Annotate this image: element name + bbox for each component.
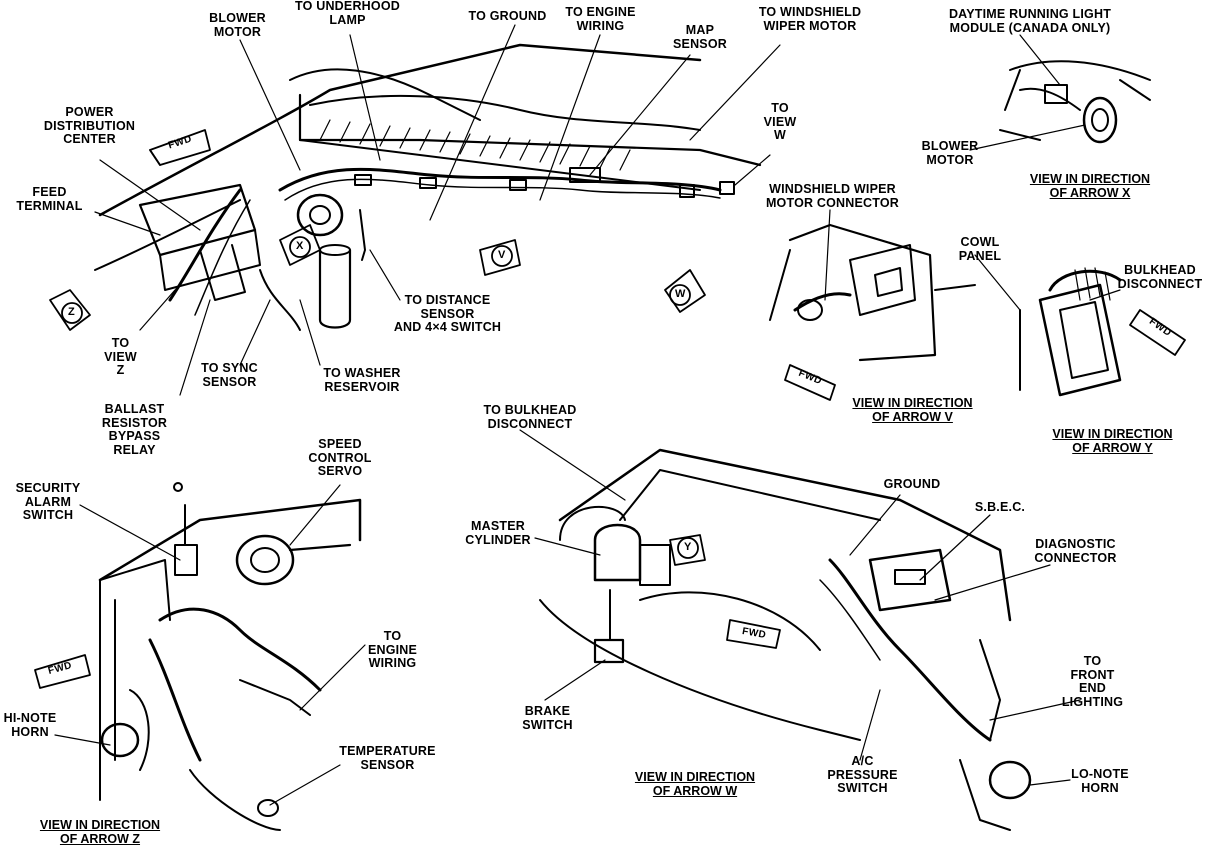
- label-sbec: S.B.E.C.: [974, 500, 1026, 514]
- label-to-sync-sensor: TO SYNC SENSOR: [201, 361, 258, 389]
- label-speed-control-servo: SPEED CONTROL SERVO: [308, 437, 372, 478]
- arrow-x-circle: [289, 236, 311, 258]
- caption-view-x: VIEW IN DIRECTION OF ARROW X: [1029, 172, 1151, 200]
- arrow-y-circle: [677, 537, 699, 559]
- arrow-z-shape: [49, 289, 91, 331]
- label-to-view-w: TO VIEW W: [763, 101, 797, 142]
- caption-view-y: VIEW IN DIRECTION OF ARROW Y: [1052, 427, 1173, 455]
- view-v-artwork: [769, 209, 1021, 362]
- label-lo-note-horn: LO-NOTE HORN: [1071, 767, 1129, 795]
- caption-view-z: VIEW IN DIRECTION OF ARROW Z: [39, 818, 161, 846]
- arrow-w-tag: W: [675, 288, 686, 300]
- label-blower-motor: BLOWER MOTOR: [209, 11, 266, 39]
- caption-view-w: VIEW IN DIRECTION OF ARROW W: [634, 770, 756, 798]
- label-temperature-sensor: TEMPERATURE SENSOR: [339, 744, 436, 772]
- label-cowl-panel: COWL PANEL: [958, 235, 1002, 263]
- label-master-cylinder: MASTER CYLINDER: [465, 519, 531, 547]
- label-drl-module: DAYTIME RUNNING LIGHT MODULE (CANADA ONL…: [948, 7, 1112, 35]
- arrow-v-shape: [479, 239, 521, 276]
- arrow-y-shape: [669, 534, 706, 566]
- label-windshield-wiper-motor-connector: WINDSHIELD WIPER MOTOR CONNECTOR: [765, 182, 900, 210]
- view-z-artwork: [54, 482, 366, 831]
- label-bulkhead-disconnect: BULKHEAD DISCONNECT: [1117, 263, 1203, 291]
- label-to-washer-reservoir: TO WASHER RESERVOIR: [323, 366, 401, 394]
- label-ground: GROUND: [883, 477, 941, 491]
- label-to-engine-wiring: TO ENGINE WIRING: [565, 5, 636, 33]
- caption-view-v: VIEW IN DIRECTION OF ARROW V: [852, 396, 973, 424]
- label-diagnostic-connector: DIAGNOSTIC CONNECTOR: [1034, 537, 1117, 565]
- label-security-alarm-switch: SECURITY ALARM SWITCH: [15, 481, 81, 522]
- label-power-distribution-center: POWER DISTRIBUTION CENTER: [43, 105, 136, 146]
- label-brake-switch: BRAKE SWITCH: [522, 704, 573, 732]
- arrow-x-shape: [279, 224, 321, 266]
- label-hi-note-horn: HI-NOTE HORN: [3, 711, 57, 739]
- view-x-artwork: [969, 34, 1151, 151]
- label-to-distance-sensor: TO DISTANCE SENSOR AND 4×4 SWITCH: [393, 293, 502, 334]
- arrow-w-circle: [669, 284, 691, 306]
- view-w-artwork: [519, 429, 1081, 831]
- label-to-ground: TO GROUND: [468, 9, 547, 23]
- arrow-z-tag: Z: [68, 306, 75, 318]
- fwd-arrow-symbols: [34, 129, 1186, 689]
- label-blower-motor-x: BLOWER MOTOR: [921, 139, 979, 167]
- label-ballast-resistor: BALLAST RESISTOR BYPASS RELAY: [101, 402, 168, 457]
- arrow-v-circle: [491, 245, 513, 267]
- label-to-windshield-wiper-motor: TO WINDSHIELD WIPER MOTOR: [758, 5, 862, 33]
- label-to-underhood-lamp: TO UNDERHOOD LAMP: [295, 0, 400, 27]
- label-map-sensor: MAP SENSOR: [673, 23, 727, 51]
- label-to-view-z: TO VIEW Z: [104, 336, 137, 377]
- view-arrow-symbols: [49, 224, 706, 566]
- view-y-artwork: [1019, 267, 1122, 397]
- arrow-z-circle: [61, 302, 83, 324]
- main-engine-view: [94, 24, 781, 396]
- arrow-v-tag: V: [498, 249, 506, 261]
- label-to-front-end-lighting: TO FRONT END LIGHTING: [1061, 654, 1124, 709]
- label-feed-terminal: FEED TERMINAL: [16, 185, 83, 213]
- label-ac-pressure-switch: A/C PRESSURE SWITCH: [827, 754, 898, 795]
- arrow-x-tag: X: [296, 240, 304, 252]
- arrow-y-tag: Y: [684, 541, 692, 553]
- label-to-bulkhead-disconnect: TO BULKHEAD DISCONNECT: [483, 403, 577, 431]
- label-to-engine-wiring-z: TO ENGINE WIRING: [367, 629, 418, 670]
